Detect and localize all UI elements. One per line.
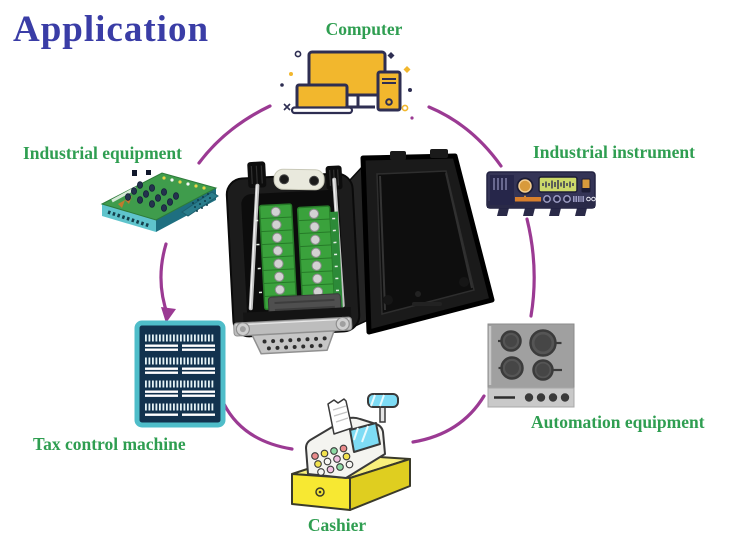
cover-shell [349, 149, 495, 335]
cooktop-icon [487, 323, 575, 408]
tax-machine-icon [134, 320, 226, 428]
thumbscrews [247, 161, 343, 190]
db15-connector [233, 306, 353, 355]
decorative-dots [280, 50, 414, 120]
computer-devices-icon [280, 50, 414, 120]
application-label-tax-control-machine: Tax control machine [33, 434, 186, 454]
application-label-computer: Computer [325, 19, 403, 39]
application-label-industrial-equipment: Industrial equipment [23, 143, 182, 163]
application-label-industrial-instrument: Industrial instrument [533, 142, 695, 162]
measuring-instrument-icon [486, 171, 596, 216]
terminal-blocks [255, 203, 343, 311]
application-label-cashier: Cashier [307, 515, 367, 535]
circuit-board-icon [100, 170, 219, 232]
arrowhead [161, 307, 176, 323]
open-shell-unit [225, 161, 361, 355]
cash-register-icon [291, 393, 411, 511]
product-photo-db15-breakout [225, 149, 495, 355]
application-label-automation-equipment: Automation equipment [531, 412, 705, 432]
page-title: Application [13, 9, 210, 50]
